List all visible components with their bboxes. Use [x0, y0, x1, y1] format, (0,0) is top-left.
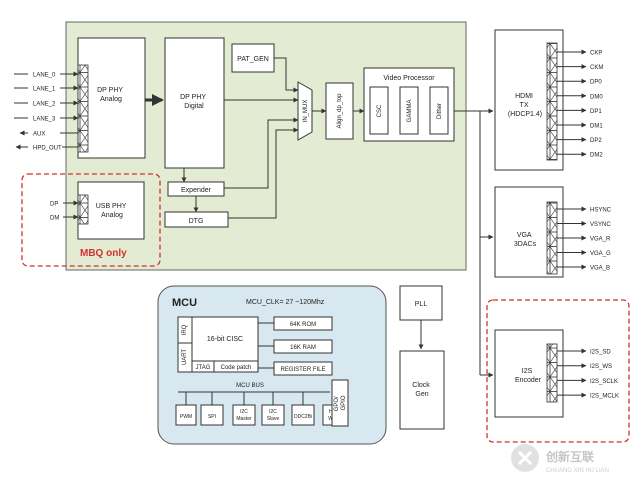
peripheral-label: Master — [236, 416, 252, 422]
peripheral-label: Slave — [267, 416, 280, 422]
irq-label: IRQ — [182, 324, 188, 335]
out-pin-dm0: DM0 — [590, 94, 603, 100]
out-pin-dm1: DM1 — [590, 124, 603, 130]
hdmi-pad-strip — [546, 42, 558, 161]
expender-to-mux-wire — [224, 117, 299, 189]
out-pin-vga-r: VGA_R — [590, 237, 611, 243]
out-pin-dp0: DP0 — [590, 80, 602, 86]
peripheral-block — [200, 404, 224, 426]
watermark-sub: CHUANG XIN HU LIAN — [546, 468, 609, 474]
mcu-bus-label: MCU BUS — [236, 383, 264, 389]
watermark: 创新互联 CHUANG XIN HU LIAN — [511, 444, 609, 474]
code-patch-label: Code patch — [221, 365, 252, 371]
out-pin-dp1: DP1 — [590, 109, 602, 115]
out-pin-i2s-ws: I2S_WS — [590, 364, 612, 370]
vga-pins: HSYNC VSYNC VGA_R VGA_G VGA_B — [557, 206, 612, 272]
align-dp-top-block — [325, 82, 354, 140]
usb-pin-label-dm: DM — [50, 216, 59, 222]
pin-label-lane-2: LANE_2 — [33, 102, 56, 108]
pin-label-hpd-out: HPD_OUT — [33, 146, 62, 152]
gpio-block — [331, 379, 349, 427]
out-pin-vga-b: VGA_B — [590, 266, 610, 272]
usb-phy-block — [77, 181, 145, 240]
out-pin-dm2: DM2 — [590, 153, 603, 159]
peripheral-block — [291, 404, 315, 426]
i2s-label: I2S Encoder — [515, 368, 542, 384]
i2s-optional-region — [486, 299, 630, 443]
out-pin-ckp: CKP — [590, 51, 602, 57]
gamma-block — [399, 86, 419, 135]
peripheral-label: I2C — [269, 409, 277, 415]
cpu-block — [191, 316, 259, 362]
pin-label-lane-3: LANE_3 — [33, 117, 56, 123]
cpu-label: 16-bit CISC — [207, 336, 243, 343]
rom-label: 64K ROM — [290, 322, 316, 328]
in-mux-label: IN_MUX — [303, 100, 309, 123]
mcu-title: MCU — [172, 297, 197, 309]
gamma-label: GAMMA — [407, 100, 413, 123]
i2s-pad-strip — [546, 343, 558, 403]
pll-label: PLL — [415, 301, 428, 308]
align-dp-top-label: Align_dp_top — [337, 93, 343, 129]
clock-gen-block — [399, 350, 445, 430]
pat-gen-label: PAT_GEN — [237, 56, 269, 63]
pin-label-lane-1: LANE_1 — [33, 87, 56, 93]
dp-phy-analog-block — [77, 37, 146, 159]
dp-phy-digital-block — [164, 37, 225, 169]
csc-block — [369, 86, 389, 135]
clock-gen-label: Clock Gen — [412, 382, 431, 398]
watermark-brand: 创新互联 — [545, 449, 594, 464]
hdmi-tx-label: HDMI TX (HDCP1.4) — [508, 93, 542, 118]
uart-label: UART — [182, 349, 188, 366]
dither-block — [429, 86, 449, 135]
usb-phy-pad-strip — [77, 194, 89, 225]
gpio-label: GPO/ GPIO — [334, 395, 347, 412]
usb-phy-label: USB PHY Analog — [96, 203, 129, 219]
out-pin-i2s-mclk: I2S_MCLK — [590, 394, 619, 400]
code-patch-block — [213, 360, 259, 373]
vga-pad-strip — [546, 201, 558, 275]
jtag-label: JTAG — [196, 365, 211, 371]
vga-label: VGA 3DACs — [514, 232, 537, 248]
out-pin-hsync: HSYNC — [590, 208, 612, 214]
expender-label: Expender — [181, 187, 212, 194]
register-file-label: REGISTER FILE — [280, 367, 325, 373]
pll-block — [399, 285, 443, 321]
pat-gen-block — [231, 43, 275, 73]
dp-phy-pad-strip — [77, 64, 89, 153]
csc-label: CSC — [377, 104, 383, 117]
peripheral-block — [232, 404, 256, 426]
dtg-to-mux-wire — [228, 127, 299, 219]
peripheral-label: SPI — [208, 414, 216, 420]
video-processor-label: Video Processor — [383, 75, 435, 82]
ram-label: 16K RAM — [290, 345, 316, 351]
patgen-to-mux-wire — [274, 57, 299, 93]
dp-phy-analog-label: DP PHY Analog — [97, 87, 125, 103]
out-pin-i2s-sclk: I2S_SCLK — [590, 379, 618, 385]
peripheral-label: I2C — [240, 409, 248, 415]
peripheral-block — [261, 404, 285, 426]
usb-pin-label-dp: DP — [50, 202, 58, 208]
dp-phy-digital-label: DP PHY Digital — [180, 94, 208, 110]
out-pin-ckm: CKM — [590, 65, 603, 71]
dtg-label: DTG — [189, 218, 204, 225]
out-pin-dp2: DP2 — [590, 138, 602, 144]
peripheral-label: PWM — [180, 414, 192, 420]
watermark-logo-mark — [517, 450, 533, 466]
pin-label-lane-0: LANE_0 — [33, 73, 56, 79]
pin-label-aux: AUX — [33, 132, 45, 138]
peripheral-label: DDC2Bi — [294, 414, 312, 420]
out-pin-vsync: VSYNC — [590, 222, 611, 228]
i2s-pins: I2S_SD I2S_WS I2S_SCLK I2S_MCLK — [557, 348, 619, 400]
dither-label: Dither — [437, 103, 443, 119]
out-pin-vga-g: VGA_G — [590, 251, 611, 257]
mbq-only-label: MBQ only — [80, 248, 127, 259]
mcu-clock-label: MCU_CLK= 27 ~120Mhz — [246, 299, 325, 306]
out-pin-i2s-sd: I2S_SD — [590, 350, 611, 356]
peripheral-block — [175, 404, 197, 426]
usb-pins: DP DM — [50, 200, 79, 222]
